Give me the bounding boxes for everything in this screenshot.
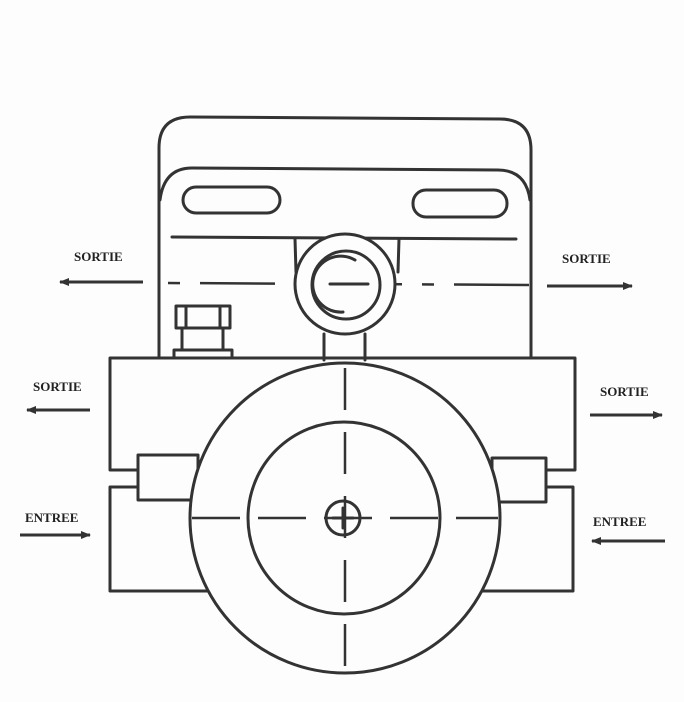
label-sortie-mid-left: SORTIE: [33, 379, 82, 394]
label-sortie-top-right: SORTIE: [562, 251, 611, 266]
label-sortie-top-left: SORTIE: [74, 249, 123, 264]
motor-inner: [246, 420, 442, 616]
slot-left: [181, 185, 282, 215]
plug-nut: [174, 304, 232, 330]
neck: [322, 332, 367, 362]
pipe-right: [490, 456, 548, 504]
gauge-arc: [311, 254, 357, 314]
label-entree-left: ENTREE: [25, 510, 79, 525]
label-sortie-mid-right: SORTIE: [600, 384, 649, 399]
bracket: [293, 237, 401, 274]
pipe-left: [136, 453, 200, 502]
label-entree-right: ENTREE: [593, 514, 647, 529]
inner-arch: [158, 166, 532, 202]
top-housing: [157, 115, 533, 360]
slot-right: [411, 188, 509, 219]
